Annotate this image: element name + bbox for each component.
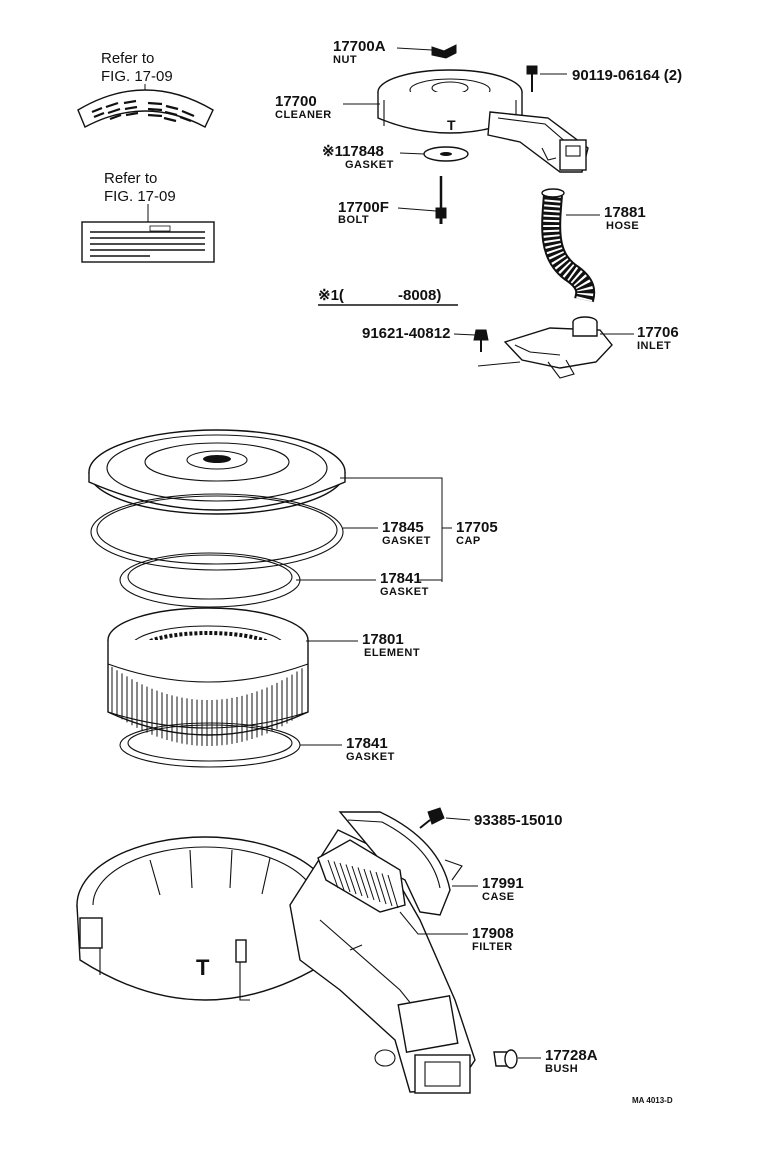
part-name-gasket-17845: GASKET: [382, 535, 431, 547]
svg-text:T: T: [196, 955, 210, 980]
gasket-17845-icon: [90, 493, 344, 571]
cleaner-case-icon: T: [76, 829, 476, 1094]
refer-note-2-line2: FIG. 17-09: [104, 188, 176, 205]
part-number-17881: 17881: [604, 204, 646, 221]
part-name-bush: BUSH: [545, 1063, 578, 1075]
case-cover-icon: [338, 811, 463, 916]
serial-note-text: -8008): [398, 287, 441, 304]
part-name-filter: FILTER: [472, 941, 513, 953]
part-number-17728A: 17728A: [545, 1047, 598, 1064]
corrugated-hose-icon: [541, 188, 596, 303]
part-name-element: ELEMENT: [364, 647, 420, 659]
filter-mesh-line: [387, 874, 399, 909]
part-number-93385-15010: 93385-15010: [474, 812, 562, 829]
filter-mesh-line: [375, 871, 387, 905]
filter-mesh-line: [345, 864, 357, 895]
part-number-17845: 17845: [382, 519, 424, 536]
part-name-cap: CAP: [456, 535, 481, 547]
bolt-icon: [435, 176, 447, 224]
part-number-90119-06164: 90119-06164 (2): [572, 67, 682, 84]
part-number-17700: 17700: [275, 93, 317, 110]
filter-mesh-line: [333, 861, 345, 891]
part-number-17706: 17706: [637, 324, 679, 341]
filter-mesh-line: [363, 868, 375, 901]
part-name-bolt: BOLT: [338, 214, 369, 226]
wing-nut-icon: [431, 44, 457, 59]
serial-note-symbol: ※1(: [318, 287, 344, 304]
refer-note-1-line1: Refer to: [101, 50, 154, 67]
refer-note-1-line2: FIG. 17-09: [101, 68, 173, 85]
refer-note-label-plate: Refer to FIG. 17-09: [81, 170, 215, 263]
filter-mesh-line: [339, 862, 351, 893]
part-number-17841-lower: 17841: [346, 735, 388, 752]
part-number-91621-40812: 91621-40812: [362, 325, 450, 342]
filter-mesh-line: [381, 873, 393, 907]
cap-icon: [88, 429, 346, 515]
filter-mesh-line: [327, 859, 339, 889]
inlet-icon: [477, 316, 613, 379]
part-number-17991: 17991: [482, 875, 524, 892]
gasket-17848-icon: [423, 146, 469, 162]
part-name-hose: HOSE: [606, 220, 639, 232]
duct-filter-mesh: [327, 859, 399, 909]
part-name-gasket-17841-lower: GASKET: [346, 751, 395, 763]
part-name-nut: NUT: [333, 54, 357, 66]
part-number-17848: ※117848: [322, 143, 384, 160]
curved-label-sticker-icon: [77, 89, 214, 128]
bush-icon: [493, 1049, 518, 1069]
part-name-inlet: INLET: [637, 340, 671, 352]
filter-mesh-line: [357, 867, 369, 899]
filter-mesh-line: [369, 870, 381, 903]
filter-mesh-line: [351, 865, 363, 897]
part-number-17705: 17705: [456, 519, 498, 536]
part-name-cleaner: CLEANER: [275, 109, 332, 121]
refer-note-label-sticker: Refer to FIG. 17-09: [77, 50, 214, 128]
gasket-17841-upper-icon: [119, 552, 301, 608]
filter-element-icon: [107, 607, 309, 746]
part-name-gasket-17848: GASKET: [345, 159, 394, 171]
duct-filter-icon: [317, 839, 406, 913]
part-name-gasket-17841-upper: GASKET: [380, 586, 429, 598]
screw-93385-icon: [419, 807, 445, 829]
figure-code: MA 4013-D: [632, 1096, 673, 1105]
part-number-17700A: 17700A: [333, 38, 386, 55]
part-number-17908: 17908: [472, 925, 514, 942]
svg-text:T: T: [447, 117, 456, 133]
part-number-17841-upper: 17841: [380, 570, 422, 587]
refer-note-2-line1: Refer to: [104, 170, 157, 187]
screw-91621-icon: [473, 329, 489, 352]
screw-icon: [526, 65, 538, 92]
cleaner-assembly-icon: T: [377, 69, 589, 173]
part-number-17700F: 17700F: [338, 199, 389, 216]
element-pleats: [111, 666, 303, 746]
part-name-case: CASE: [482, 891, 515, 903]
part-number-17801: 17801: [362, 631, 404, 648]
